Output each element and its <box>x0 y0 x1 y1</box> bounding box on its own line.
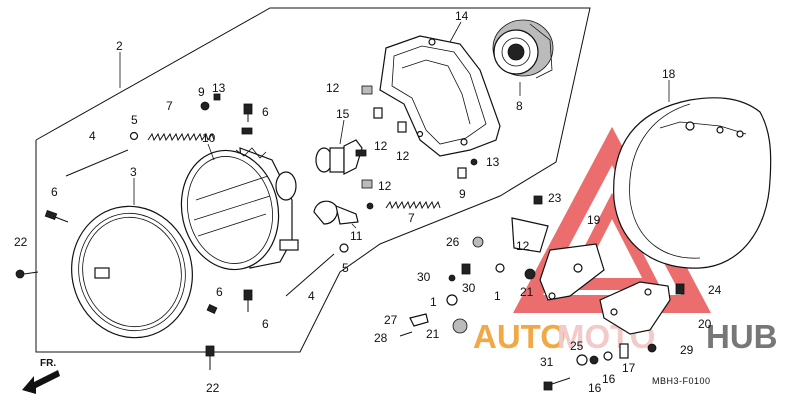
callout-9b: 9 <box>459 187 466 201</box>
part-18-case <box>613 80 772 269</box>
callout-27: 27 <box>384 313 398 327</box>
callout-28: 28 <box>374 331 388 345</box>
callout-6a: 6 <box>262 105 269 119</box>
callout-7a: 7 <box>166 99 173 113</box>
callout-12a: 12 <box>326 81 340 95</box>
spring-left <box>147 132 215 142</box>
callout-30a: 30 <box>417 270 431 284</box>
callout-10: 10 <box>202 131 216 145</box>
callout-30b: 30 <box>462 281 476 295</box>
callout-22a: 22 <box>14 235 28 249</box>
callout-4b: 4 <box>308 289 315 303</box>
callout-24: 24 <box>708 283 722 297</box>
diagram-code: MBH3-F0100 <box>652 376 711 386</box>
small-hardware <box>399 195 685 391</box>
callout-14: 14 <box>455 9 469 23</box>
callout-12c: 12 <box>396 149 410 163</box>
screw-4-lower <box>285 253 335 297</box>
part-3-rim <box>71 178 193 339</box>
callout-21b: 21 <box>426 327 440 341</box>
callout-16a: 16 <box>602 372 616 386</box>
part-19-bracket <box>511 217 605 301</box>
screw-4-upper <box>65 149 129 177</box>
callout-5a: 5 <box>131 113 138 127</box>
callout-11: 11 <box>350 229 363 243</box>
callout-9a: 9 <box>198 85 205 99</box>
callout-4a: 4 <box>89 129 96 143</box>
front-direction-indicator: FR. <box>22 358 60 394</box>
callout-13b: 13 <box>486 155 500 169</box>
spring-right <box>385 200 441 210</box>
bolts-group <box>15 85 478 370</box>
callout-21a: 21 <box>520 285 534 299</box>
callout-23: 23 <box>548 191 562 205</box>
callout-16b: 16 <box>588 381 602 395</box>
part-14-bracket <box>379 21 501 157</box>
callout-6b: 6 <box>51 185 58 199</box>
callout-5b: 5 <box>342 261 349 275</box>
callout-1b: 1 <box>430 295 437 309</box>
part-8-cap <box>492 19 554 96</box>
callout-7b: 7 <box>408 211 415 225</box>
assembly-boundary <box>35 7 591 353</box>
callout-12e: 12 <box>516 239 530 253</box>
callout-12b: 12 <box>374 139 388 153</box>
callout-1a: 1 <box>494 289 501 303</box>
callout-25: 25 <box>570 339 584 353</box>
part-10-headlight <box>180 143 299 271</box>
direction-label: FR. <box>40 358 56 369</box>
callout-13a: 13 <box>212 81 226 95</box>
callout-6c: 6 <box>216 285 223 299</box>
part-20-bracket <box>599 281 671 335</box>
callout-15: 15 <box>336 107 350 121</box>
callout-12d: 12 <box>378 179 392 193</box>
callout-29: 29 <box>680 343 694 357</box>
callout-18: 18 <box>662 67 676 81</box>
callout-labels: 2 14 8 18 12 15 12 12 13 9 13 7 6 5 4 10… <box>14 9 722 395</box>
callout-6d: 6 <box>262 317 269 331</box>
part-15-bulb <box>315 119 367 175</box>
part-11-cover <box>313 200 359 229</box>
watermark-hub: HUB <box>706 318 778 355</box>
callout-26: 26 <box>446 235 460 249</box>
callout-3: 3 <box>130 165 137 179</box>
callout-22b: 22 <box>206 381 220 395</box>
callout-8: 8 <box>516 99 523 113</box>
callout-2: 2 <box>116 39 123 53</box>
watermark-auto: AUTO <box>473 318 566 355</box>
callout-20: 20 <box>698 317 712 331</box>
callout-17: 17 <box>622 361 636 375</box>
callout-31: 31 <box>540 355 554 369</box>
callout-19: 19 <box>587 213 601 227</box>
